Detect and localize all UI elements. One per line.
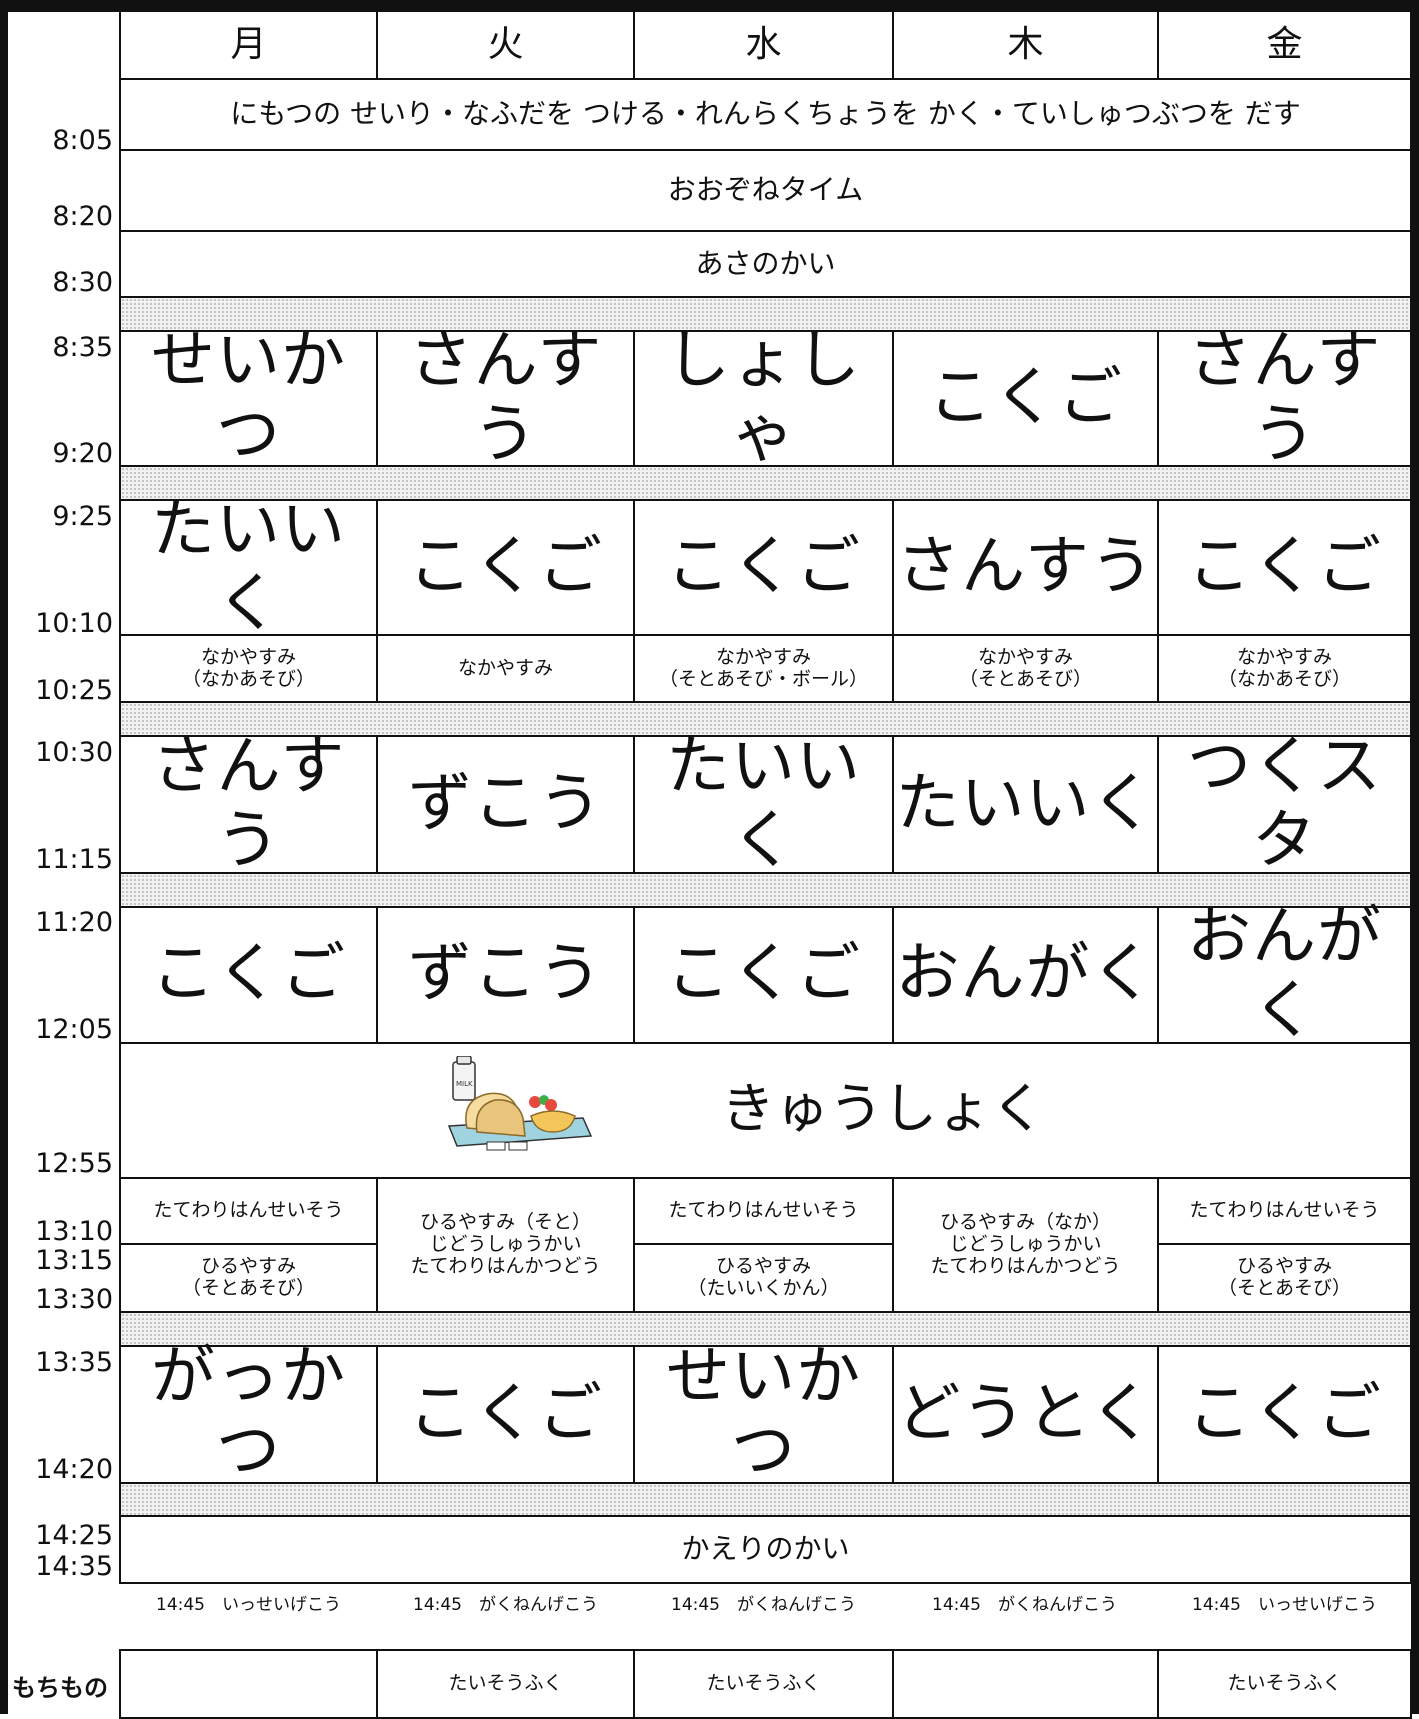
mochimono-fri: たいそうふく <box>1157 1649 1412 1719</box>
noon-wed-bottom: ひるやすみ（たいいくかん） <box>633 1243 894 1313</box>
break-bar <box>119 1311 1412 1347</box>
period5-wed: せいかつ <box>633 1340 894 1487</box>
midbreak-mon: なかやすみ（なかあそび） <box>119 634 378 703</box>
school-lunch-tray-icon: MILK <box>447 1056 593 1151</box>
mochimono-tue: たいそうふく <box>376 1649 635 1719</box>
midbreak-fri: なかやすみ（なかあそび） <box>1157 634 1412 703</box>
morning-meeting-row: あさのかい <box>119 230 1412 298</box>
period3-wed: たいいく <box>633 730 894 877</box>
dismissal-tue: 14:45 がくねんげこう <box>413 1595 598 1615</box>
time-label: 10:25 <box>35 675 113 706</box>
dismissal-fri: 14:45 いっせいげこう <box>1192 1595 1377 1615</box>
time-label: 13:15 <box>35 1245 113 1276</box>
break-bar <box>119 701 1412 737</box>
day-header-wed: 水 <box>633 10 894 80</box>
time-label: 12:05 <box>35 1014 113 1045</box>
period3-mon: さんすう <box>119 730 378 877</box>
period4-wed: こくご <box>633 906 894 1044</box>
period3-tue: ずこう <box>376 735 635 874</box>
period5-tue: こくご <box>376 1345 635 1484</box>
noon-fri-bottom: ひるやすみ（そとあそび） <box>1157 1243 1412 1313</box>
time-label: 8:05 <box>52 125 113 156</box>
lunch-label: きゅうしょく <box>721 1077 1045 1140</box>
mochimono-label: もちもの <box>12 1674 108 1702</box>
noon-fri-top: たてわりはんせいそう <box>1157 1177 1412 1245</box>
time-label: 8:35 <box>52 332 113 363</box>
period3-thu: たいいく <box>892 735 1159 874</box>
day-header-mon: 月 <box>119 10 378 80</box>
time-label: 13:30 <box>35 1284 113 1315</box>
day-header-thu: 木 <box>892 10 1159 80</box>
mochimono-thu <box>892 1649 1159 1719</box>
time-label: 14:25 <box>35 1520 113 1551</box>
midbreak-tue: なかやすみ <box>376 634 635 703</box>
dismissal-wed: 14:45 がくねんげこう <box>671 1595 856 1615</box>
dismissal-mon: 14:45 いっせいげこう <box>156 1595 341 1615</box>
period2-tue: こくご <box>376 499 635 636</box>
midbreak-wed: なかやすみ（そとあそび・ボール） <box>633 634 894 703</box>
time-label: 13:35 <box>35 1347 113 1378</box>
period1-thu: こくご <box>892 330 1159 467</box>
noon-mon-bottom: ひるやすみ（そとあそび） <box>119 1243 378 1313</box>
time-label: 9:25 <box>52 501 113 532</box>
period5-thu: どうとく <box>892 1345 1159 1484</box>
noon-mon-top: たてわりはんせいそう <box>119 1177 378 1245</box>
mochimono-mon <box>119 1649 378 1719</box>
noon-tue: ひるやすみ（そと）じどうしゅうかいたてわりはんかつどう <box>376 1177 635 1313</box>
period4-tue: ずこう <box>376 906 635 1044</box>
period2-wed: こくご <box>633 499 894 636</box>
time-label: 11:15 <box>35 844 113 875</box>
period1-mon: せいかつ <box>119 324 378 471</box>
period4-fri: おんがく <box>1157 901 1412 1048</box>
time-label: 9:20 <box>52 438 113 469</box>
noon-wed-top: たてわりはんせいそう <box>633 1177 894 1245</box>
period5-fri: こくご <box>1157 1345 1412 1484</box>
period5-mon: がっかつ <box>119 1340 378 1487</box>
svg-text:MILK: MILK <box>456 1080 473 1088</box>
period2-mon: たいいく <box>119 493 378 640</box>
prep-row: にもつの せいり・なふだを つける・れんらくちょうを かく・ていしゅつぶつを だ… <box>119 78 1412 151</box>
noon-thu: ひるやすみ（なか）じどうしゅうかいたてわりはんかつどう <box>892 1177 1159 1313</box>
time-label: 14:35 <box>35 1551 113 1582</box>
ozone-time-row: おおぞねタイム <box>119 149 1412 232</box>
time-label: 10:10 <box>35 608 113 639</box>
period2-fri: こくご <box>1157 499 1412 636</box>
period1-wed: しょしゃ <box>633 324 894 471</box>
dismissal-thu: 14:45 がくねんげこう <box>932 1595 1117 1615</box>
day-header-fri: 金 <box>1157 10 1412 80</box>
period1-tue: さんすう <box>376 324 635 471</box>
time-label: 11:20 <box>35 907 113 938</box>
period3-fri: つくスタ <box>1157 730 1412 877</box>
closing-meeting-row: かえりのかい <box>119 1515 1412 1584</box>
time-label: 13:10 <box>35 1216 113 1247</box>
period1-fri: さんすう <box>1157 324 1412 471</box>
time-label: 8:30 <box>52 267 113 298</box>
break-bar <box>119 872 1412 908</box>
time-label: 10:30 <box>35 737 113 768</box>
time-label: 14:20 <box>35 1454 113 1485</box>
period2-thu: さんすう <box>892 499 1159 636</box>
time-label: 12:55 <box>35 1148 113 1179</box>
period4-mon: こくご <box>119 906 378 1044</box>
midbreak-thu: なかやすみ（そとあそび） <box>892 634 1159 703</box>
break-bar <box>119 1482 1412 1517</box>
break-bar <box>119 296 1412 332</box>
lunch-row: MILK きゅうしょく <box>119 1042 1412 1179</box>
time-label: 8:20 <box>52 201 113 232</box>
mochimono-wed: たいそうふく <box>633 1649 894 1719</box>
day-header-tue: 火 <box>376 10 635 80</box>
period4-thu: おんがく <box>892 906 1159 1044</box>
